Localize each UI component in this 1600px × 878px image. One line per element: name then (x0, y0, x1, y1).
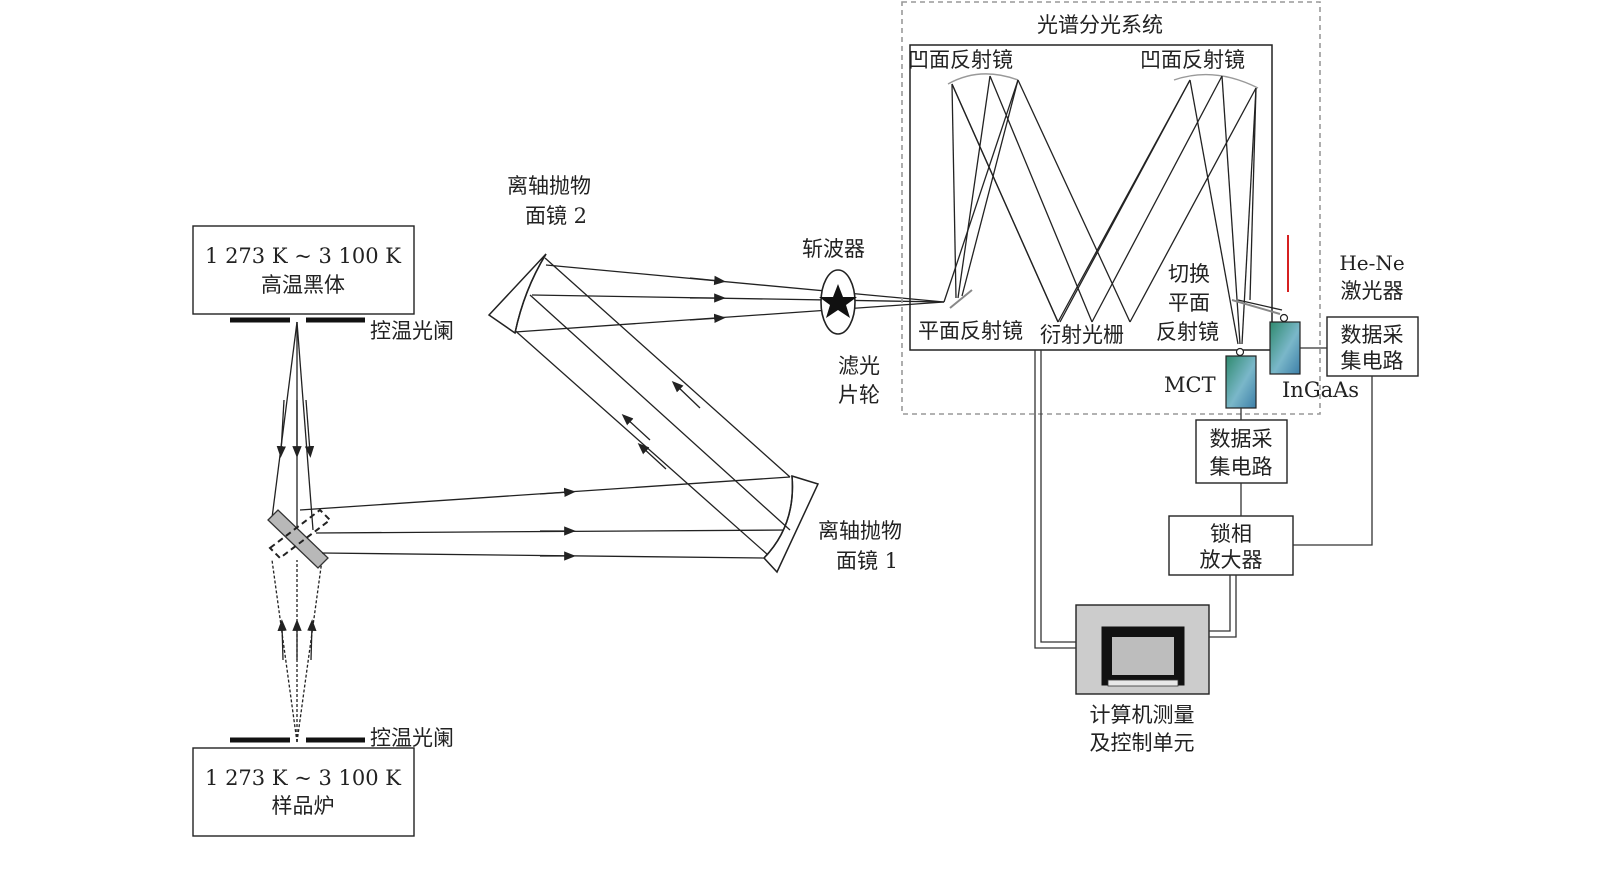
ingaas-label: InGaAs (1282, 378, 1359, 402)
furnace-name: 样品炉 (272, 794, 335, 818)
filter-wheel-line2: 片轮 (838, 383, 880, 407)
blackbody-box: 1 273 K ~ 3 100 K 高温黑体 (192, 225, 415, 315)
spectrometer-rays (943, 75, 1283, 345)
chopper-label: 斩波器 (802, 237, 865, 261)
concave-mirror-left (947, 73, 1019, 85)
laser-label-line1: He-Ne (1339, 251, 1404, 275)
lockin-box: 锁相 放大器 (1168, 515, 1294, 576)
oap2-mirror (487, 253, 547, 335)
spectrometer-title: 光谱分光系统 (1037, 13, 1163, 37)
mct-label: MCT (1164, 373, 1216, 397)
switch-label-line3: 反射镜 (1156, 320, 1219, 344)
oap1-label-line2: 面镜 1 (836, 549, 898, 573)
daq-mid-line1: 数据采 (1210, 427, 1273, 451)
concave-right-label: 凹面反射镜 (1140, 48, 1245, 72)
switching-mirror (267, 508, 332, 569)
daq-mid-box: 数据采 集电路 (1195, 419, 1288, 484)
furnace-range: 1 273 K ~ 3 100 K (205, 766, 401, 790)
daq-mid-line2: 集电路 (1210, 455, 1273, 479)
ingaas-detector (1269, 313, 1301, 375)
switch-mirror (1231, 299, 1281, 315)
daq-right-line1: 数据采 (1341, 323, 1404, 347)
plane-mirror-label: 平面反射镜 (918, 319, 1023, 343)
furnace-rays (271, 559, 323, 743)
grating-label: 衍射光栅 (1040, 323, 1124, 347)
rays-to-oap1 (299, 476, 791, 561)
mct-detector (1225, 347, 1257, 409)
concave-mirror-right (1173, 73, 1259, 89)
oap2-label-line1: 离轴抛物 (507, 174, 591, 198)
rays-oap2-to-chopper (514, 264, 945, 333)
plane-mirror (949, 289, 973, 309)
laser-label-line2: 激光器 (1341, 279, 1404, 303)
lockin-line1: 锁相 (1210, 522, 1252, 546)
switch-label-line2: 平面 (1168, 291, 1210, 315)
furnace-box: 1 273 K ~ 3 100 K 样品炉 (192, 747, 415, 837)
daq-right-box: 数据采 集电路 (1326, 316, 1419, 377)
blackbody-range: 1 273 K ~ 3 100 K (205, 244, 401, 268)
oap1-mirror (762, 474, 820, 574)
wiring (1034, 347, 1373, 649)
chopper (819, 269, 857, 335)
blackbody-rays (271, 321, 315, 531)
spectrometer-box (909, 44, 1273, 351)
daq-right-line2: 集电路 (1341, 349, 1404, 373)
lockin-line2: 放大器 (1200, 548, 1263, 572)
spectrometer-region (901, 1, 1321, 415)
switch-label-line1: 切换 (1168, 262, 1210, 286)
oap1-label-line1: 离轴抛物 (818, 519, 902, 543)
aperture-bottom-label: 控温光阑 (370, 726, 454, 750)
oap2-label-line2: 面镜 2 (525, 204, 587, 228)
computer-label-line2: 及控制单元 (1090, 731, 1195, 755)
computer-label-line1: 计算机测量 (1090, 703, 1195, 727)
rays-oap1-to-oap2 (510, 257, 791, 556)
concave-left-label: 凹面反射镜 (908, 48, 1013, 72)
aperture-top-label: 控温光阑 (370, 319, 454, 343)
filter-wheel-line1: 滤光 (838, 354, 880, 378)
blackbody-name: 高温黑体 (261, 273, 345, 297)
computer-unit (1075, 604, 1210, 695)
